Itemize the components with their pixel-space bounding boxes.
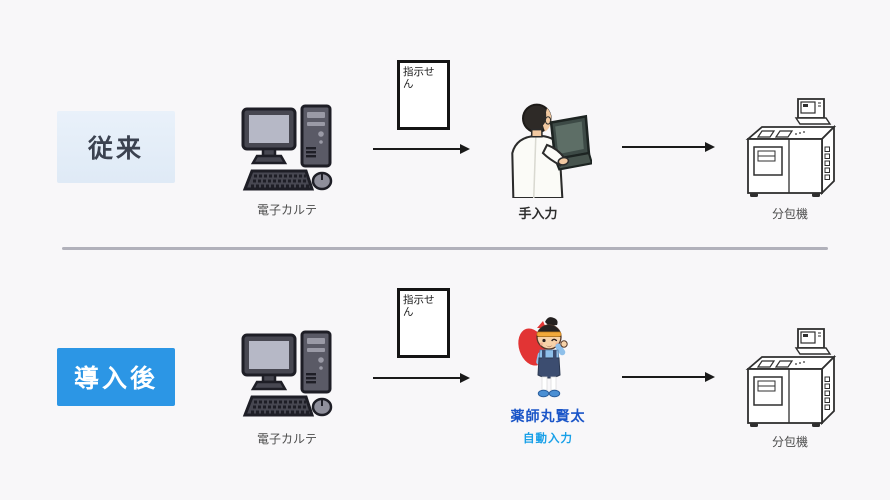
computer-icon <box>241 330 333 417</box>
row-label-after-text: 導入後 <box>73 364 158 393</box>
packaging-machine-icon <box>745 98 837 197</box>
operator-caption: 手入力 <box>518 207 558 222</box>
machine-caption-after: 分包機 <box>771 435 808 449</box>
row-label-before: 従来 <box>57 111 175 183</box>
arrow-operator-to-machine <box>622 141 715 152</box>
row-label-before-text: 従来 <box>87 134 144 163</box>
document-sheet-after: 指示せん <box>397 288 450 358</box>
document-label-after: 指示せん <box>403 294 435 318</box>
mascot-caption: 自動入力 <box>523 431 573 445</box>
person-typing-icon <box>511 103 592 198</box>
computer-icon <box>241 104 333 191</box>
machine-caption-before: 分包機 <box>771 207 808 221</box>
arrow-mascot-to-machine <box>622 371 715 382</box>
arrow-computer-to-mascot <box>373 372 470 383</box>
arrow-computer-to-operator <box>373 143 470 154</box>
packaging-machine-icon <box>745 328 837 427</box>
row-label-after: 導入後 <box>57 348 175 406</box>
computer-caption-before: 電子カルテ <box>256 203 317 217</box>
mascot-name: 薬師丸賢太 <box>510 409 586 425</box>
mascot-character-icon <box>518 317 568 398</box>
document-sheet-before: 指示せん <box>397 60 450 130</box>
document-label-before: 指示せん <box>403 66 435 90</box>
row-divider <box>62 247 828 250</box>
computer-caption-after: 電子カルテ <box>256 432 317 446</box>
